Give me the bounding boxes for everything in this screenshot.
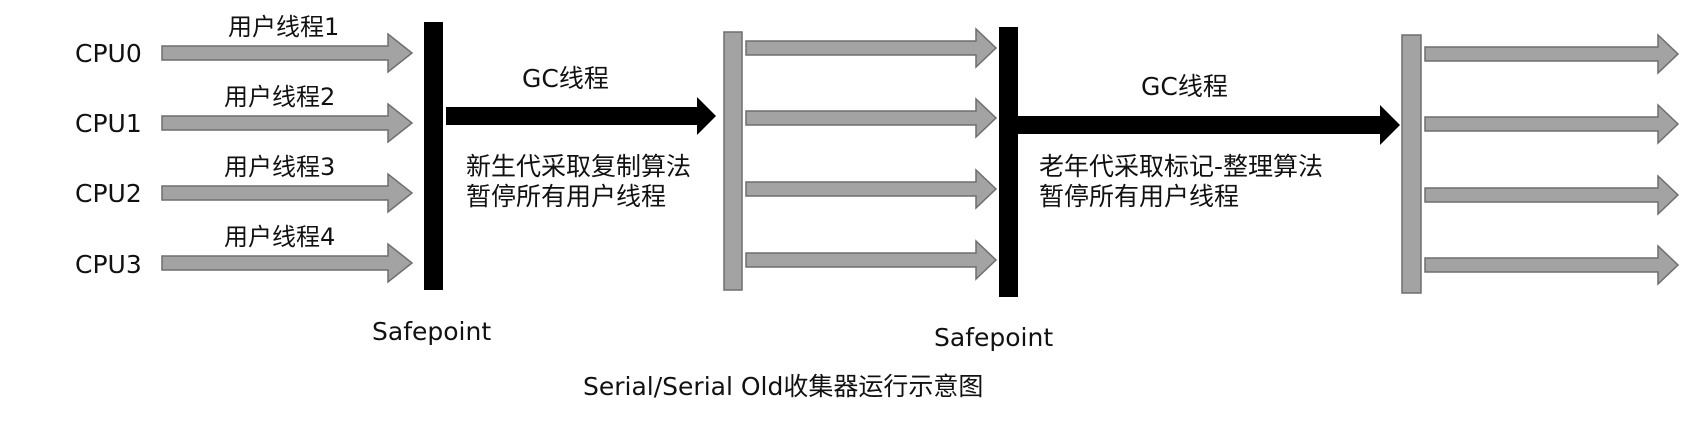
- safepoint-bar-1: [424, 22, 443, 290]
- gc-thread-label-1: GC线程: [522, 64, 609, 93]
- gc-arrow-icon: [1018, 105, 1400, 145]
- diagram-caption: Serial/Serial Old收集器运行示意图: [583, 372, 983, 401]
- user-thread-arrow-icon: [745, 97, 998, 139]
- user-thread-label-1: 用户线程1: [228, 13, 339, 41]
- gc-phase-2: GC线程 老年代采取标记-整理算法 暂停所有用户线程: [1018, 72, 1400, 211]
- user-thread-arrow-icon: [161, 242, 414, 284]
- safepoint-label-1: Safepoint: [372, 317, 491, 346]
- user-thread-arrow-icon: [161, 32, 414, 74]
- gc-note-1-line2: 暂停所有用户线程: [466, 182, 666, 211]
- user-thread-arrow-icon: [745, 168, 998, 210]
- resume-bar-1: [723, 31, 743, 291]
- resume-bar-2: [1401, 34, 1422, 294]
- user-thread-arrow-icon: [161, 172, 414, 214]
- gc-note-2-line1: 老年代采取标记-整理算法: [1039, 152, 1323, 181]
- cpu-label-2: CPU2: [75, 179, 142, 208]
- user-thread-label-2: 用户线程2: [224, 83, 335, 111]
- gc-thread-label-2: GC线程: [1141, 72, 1228, 101]
- user-thread-arrow-icon: [745, 239, 998, 281]
- cpu-label-1: CPU1: [75, 109, 142, 138]
- stage-user-threads-2: [745, 27, 998, 281]
- gc-arrow-icon: [446, 97, 716, 135]
- safepoint-bar-2: [999, 27, 1018, 297]
- user-thread-arrow-icon: [1424, 103, 1680, 145]
- gc-phase-1: GC线程 新生代采取复制算法 暂停所有用户线程: [446, 64, 716, 211]
- user-thread-arrow-icon: [1424, 174, 1680, 216]
- user-thread-arrow-icon: [1424, 244, 1680, 286]
- cpu-label-3: CPU3: [75, 250, 142, 279]
- stage-user-threads-3: [1424, 33, 1680, 286]
- gc-note-2-line2: 暂停所有用户线程: [1039, 182, 1239, 211]
- user-thread-label-4: 用户线程4: [224, 223, 335, 251]
- user-thread-label-3: 用户线程3: [224, 153, 335, 181]
- gc-note-1-line1: 新生代采取复制算法: [466, 152, 691, 181]
- user-thread-arrow-icon: [745, 27, 998, 69]
- user-thread-arrow-icon: [1424, 33, 1680, 75]
- safepoint-label-2: Safepoint: [934, 323, 1053, 352]
- user-thread-arrow-icon: [161, 102, 414, 144]
- stage-user-threads-1: CPU0 CPU1 CPU2 CPU3 用户线程1 用户线程2 用户线程3 用户…: [75, 13, 414, 284]
- cpu-label-0: CPU0: [75, 39, 142, 68]
